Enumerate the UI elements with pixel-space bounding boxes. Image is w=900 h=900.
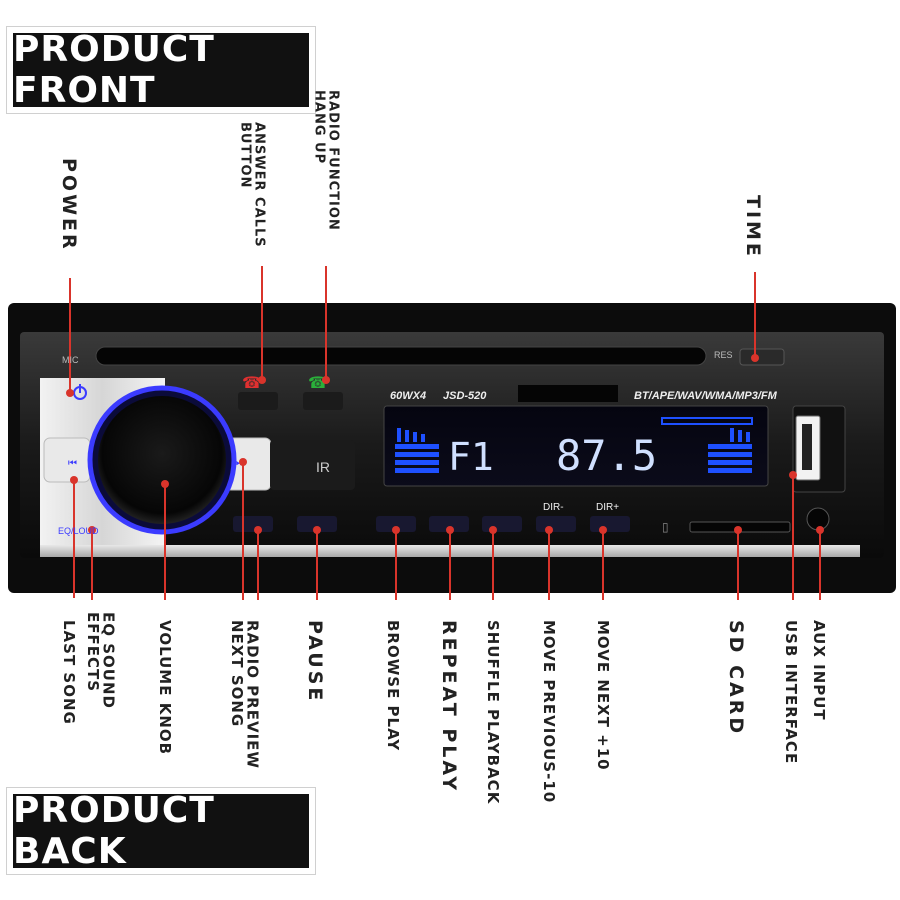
radio-preview-button	[233, 516, 273, 532]
label-usb: USB INTERFACE	[781, 620, 800, 765]
label-move-next: MOVE NEXT +10	[593, 620, 612, 771]
label-time: TIME	[741, 195, 764, 259]
formats-label: BT/APE/WAV/WMA/MP3/FM	[634, 390, 778, 402]
prev-glyph: ⏮	[68, 458, 77, 469]
label-browse-play: BROWSE PLAY	[383, 620, 402, 752]
dir-plus-label: DIR+	[596, 502, 619, 513]
label-pause: PAUSE	[303, 620, 326, 704]
label-repeat-play: REPEAT PLAY	[437, 620, 460, 793]
label-volume-knob: VOLUME KNOB	[155, 620, 174, 756]
svg-text:☎: ☎	[242, 373, 262, 392]
answer-call-button	[238, 392, 278, 410]
label-aux: AUX INPUT	[809, 620, 828, 721]
eq-label: EQ/LOUD	[58, 526, 99, 536]
product-front-title: PRODUCT FRONT	[13, 29, 309, 111]
dir-minus-label: DIR-	[543, 502, 564, 513]
res-button	[739, 348, 785, 366]
shuffle-button	[482, 516, 522, 532]
svg-text:▯: ▯	[662, 520, 669, 534]
label-sd-card: SD CARD	[724, 620, 747, 737]
repeat-play-button	[429, 516, 469, 532]
volume-knob	[98, 396, 226, 524]
label-answer-calls: ANSWER CALLS BUTTON	[237, 122, 267, 248]
product-back-banner: PRODUCT BACK	[6, 787, 316, 875]
display-level-bar	[661, 417, 753, 425]
product-back-title: PRODUCT BACK	[13, 790, 309, 872]
leader-dots	[66, 354, 824, 534]
spectrum-right	[708, 428, 752, 473]
label-radio-hangup: RADIO FUNCTION HANG UP	[311, 90, 341, 231]
model-power: 60WX4	[390, 390, 426, 402]
dir-minus-button	[536, 516, 576, 532]
res-label: RES	[714, 350, 733, 360]
label-eq-sound: EQ SOUND EFFECTS	[83, 612, 118, 709]
dir-plus-button	[590, 516, 630, 532]
display-band: F1	[448, 435, 494, 479]
label-last-song: LAST SONG	[59, 620, 78, 725]
browse-play-button	[376, 516, 416, 532]
product-front-banner: PRODUCT FRONT	[6, 26, 316, 114]
display-freq: 87.5	[556, 431, 657, 480]
cd-slot	[95, 346, 707, 366]
label-shuffle: SHUFFLE PLAYBACK	[483, 620, 502, 805]
spectrum-left	[395, 428, 439, 473]
leader-lines	[69, 266, 821, 600]
display-window	[383, 405, 769, 487]
model-name: JSD-520	[443, 390, 487, 402]
ir-label: IR	[316, 459, 330, 475]
label-move-prev: MOVE PREVIOUS-10	[539, 620, 558, 804]
ir-panel	[270, 440, 355, 490]
label-power: POWER	[57, 158, 80, 252]
hang-up-button	[303, 392, 343, 410]
mic-label: MIC	[62, 355, 79, 365]
pause-button	[297, 516, 337, 532]
logo-plate	[518, 385, 618, 402]
prev-button	[43, 437, 91, 483]
label-radio-preview: RADIO PREVIEW NEXT SONG	[227, 620, 262, 769]
